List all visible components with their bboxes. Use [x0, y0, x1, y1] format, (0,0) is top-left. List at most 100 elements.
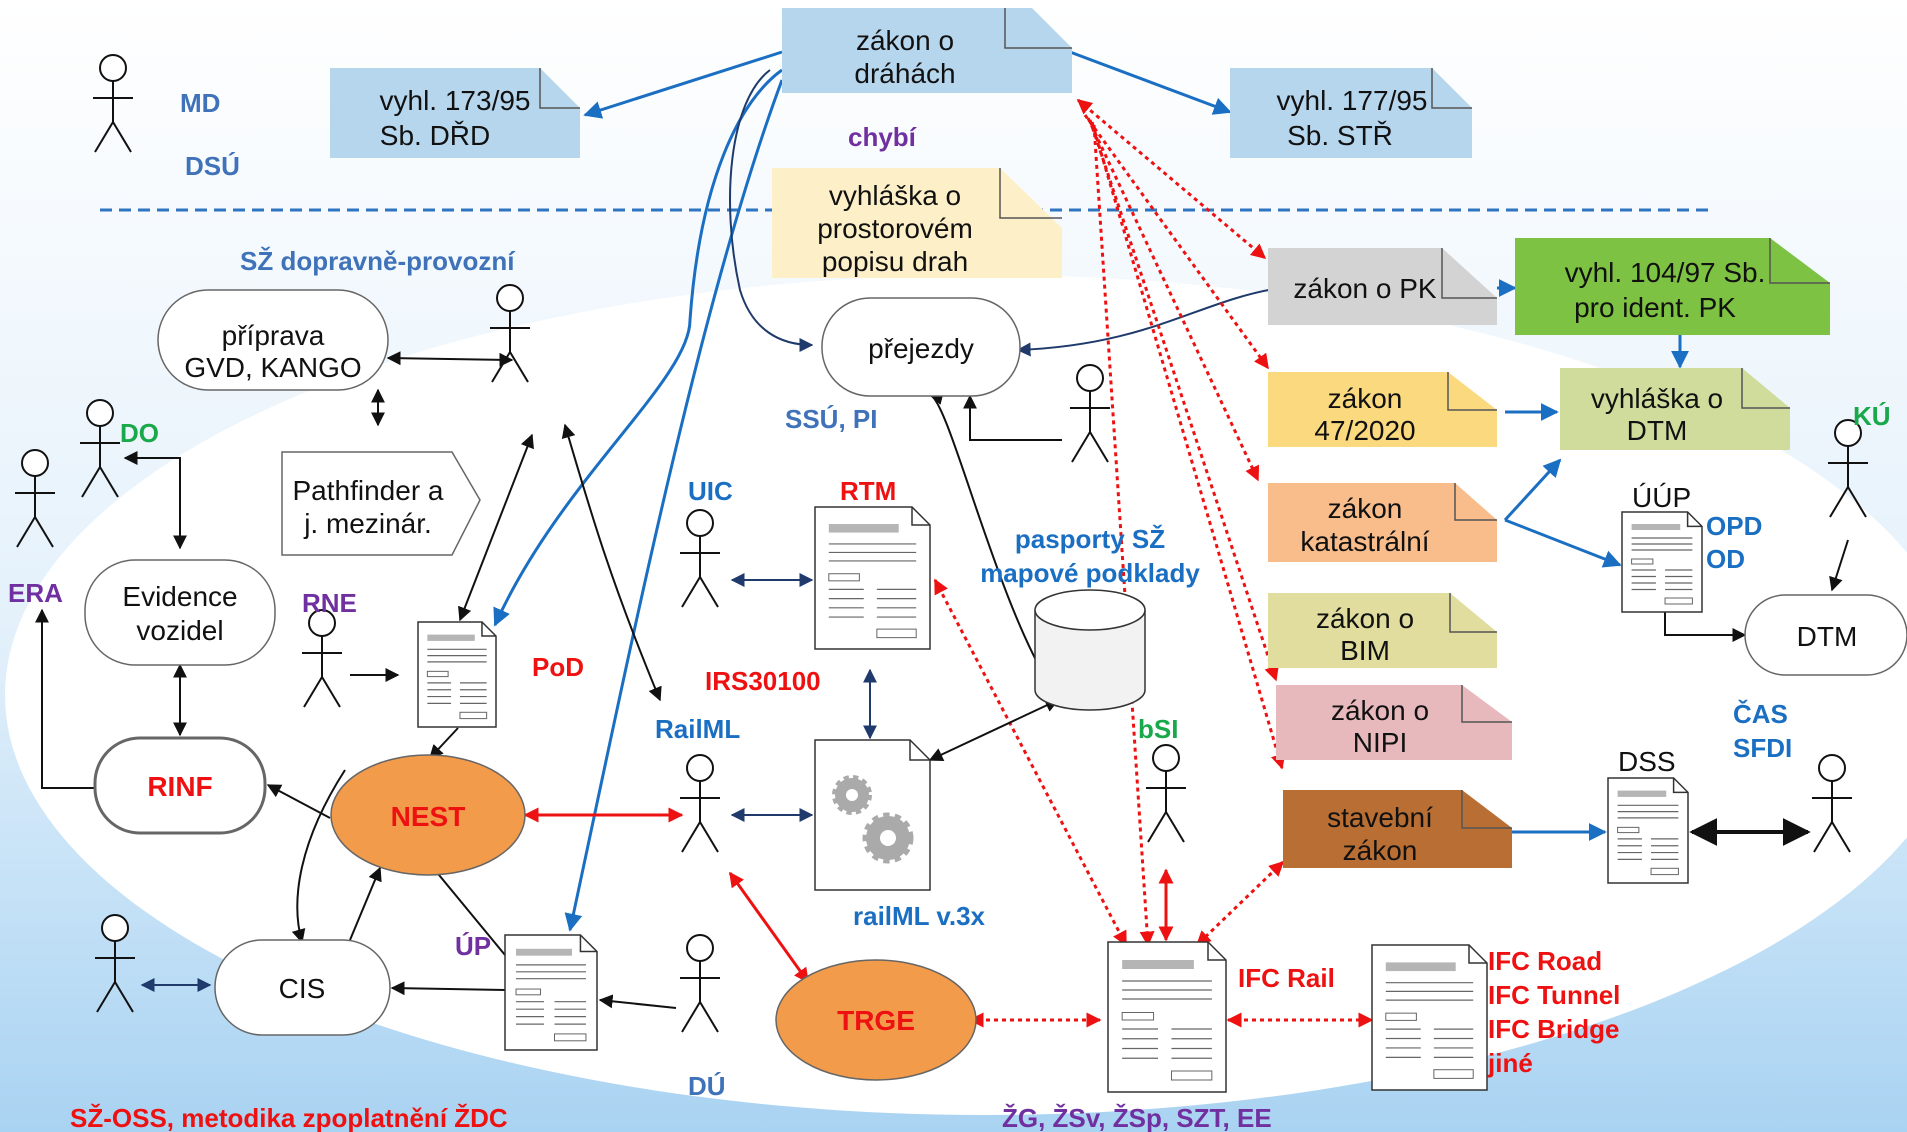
svg-text:Pathfinder a: Pathfinder a [293, 475, 444, 506]
note-zakon-bim: zákon o BIM [1268, 593, 1497, 668]
up-document [504, 934, 598, 1051]
nipi-line2: NIPI [1353, 727, 1407, 758]
node-cis: CIS [214, 939, 391, 1036]
note-zakon-nipi: zákon o NIPI [1276, 685, 1512, 760]
nipi-line1: zákon o [1331, 695, 1429, 726]
zakon-pk-label: zákon o PK [1293, 273, 1437, 304]
label-pasporty-1: pasporty SŽ [1015, 524, 1165, 554]
note-vyhl-104: vyhl. 104/97 Sb. pro ident. PK [1515, 238, 1830, 335]
labels: MD DSÚ chybí SŽ dopravně-provozní DO ERA… [8, 88, 1891, 1132]
label-dss: DSS [1618, 746, 1676, 777]
katastr-line2: katastrální [1300, 526, 1429, 557]
svg-text:j. mezinár.: j. mezinár. [303, 508, 432, 539]
actor-icon [1070, 364, 1110, 463]
label-od: OD [1706, 544, 1745, 574]
edge-katastr-uup [1504, 518, 1622, 568]
label-ifc-rail: IFC Rail [1238, 963, 1335, 993]
actors [15, 54, 1868, 1033]
edge-pod-nest [429, 727, 459, 760]
trge-label: TRGE [837, 1005, 915, 1036]
zakon47-line2: 47/2020 [1314, 415, 1415, 446]
pod-document [417, 621, 497, 728]
note-stavebni-zakon: stavební zákon [1283, 790, 1512, 868]
node-nest [330, 754, 526, 876]
svg-text:vozidel: vozidel [136, 615, 223, 646]
svg-text:přejezdy: přejezdy [868, 333, 974, 364]
label-era: ERA [8, 578, 63, 608]
ifc-rail-document [1107, 941, 1227, 1093]
prostorovy-line2: prostorovém [817, 213, 973, 244]
edge-era-rinf [35, 608, 95, 789]
label-bsi: bSI [1138, 714, 1178, 744]
actor-icon [1812, 754, 1852, 853]
zakon47-line1: zákon [1328, 383, 1403, 414]
label-railml-v3: railML v.3x [853, 901, 986, 931]
node-evidence: Evidence vozidel [84, 559, 276, 666]
prostorovy-line3: popisu drah [822, 246, 968, 277]
edge-drahach-pk [1076, 98, 1267, 260]
vyhl-dtm-line2: DTM [1627, 415, 1688, 446]
note-zakon-pk: zákon o PK [1268, 248, 1497, 325]
label-uic: UIC [688, 476, 733, 506]
actor-icon [93, 54, 133, 153]
actor-icon [1146, 744, 1186, 843]
svg-text:DTM: DTM [1797, 621, 1858, 652]
railml-gear-document [814, 739, 931, 891]
label-md: MD [180, 88, 220, 118]
actor-icon [490, 284, 530, 383]
actor-icon [680, 509, 720, 608]
label-pod: PoD [532, 652, 584, 682]
label-rne: RNE [302, 588, 357, 618]
edge-drahach-stavebni [1090, 121, 1286, 770]
edge-uup-dtm [1664, 610, 1747, 642]
label-ifc-road: IFC Road [1488, 946, 1602, 976]
note-zakon-47: zákon 47/2020 [1268, 372, 1497, 447]
vyhl173-line1: vyhl. 173/95 [380, 85, 531, 116]
edge-cis-nest [349, 866, 382, 941]
label-cas: ČAS [1733, 699, 1788, 729]
prostorovy-line1: vyhláška o [829, 180, 961, 211]
label-ssu-pi: SSÚ, PI [785, 404, 877, 434]
actor-icon [680, 754, 720, 853]
edge-railml-pasporty [928, 699, 1060, 761]
edge-ku-dtm [1829, 539, 1849, 592]
actor-icon [95, 914, 135, 1013]
actor-icon [80, 399, 120, 498]
bim-line1: zákon o [1316, 603, 1414, 634]
label-irs: IRS30100 [705, 666, 821, 696]
edge-prejezdy-actor [963, 394, 1062, 441]
actor-icon [15, 449, 55, 548]
node-dtm: DTM [1744, 594, 1907, 676]
edge-up-cis [390, 981, 506, 996]
zakon-drahach-line2: dráhách [854, 58, 955, 89]
svg-text:RINF: RINF [147, 771, 212, 802]
stavebni-line1: stavební [1327, 802, 1433, 833]
actor-icon [302, 609, 342, 708]
label-dsu: DSÚ [185, 151, 240, 181]
vyhl177-line1: vyhl. 177/95 [1277, 85, 1428, 116]
node-rinf: RINF [93, 736, 267, 835]
nest-label: NEST [391, 801, 466, 832]
label-ifc-bridge: IFC Bridge [1488, 1014, 1619, 1044]
edge-nest-cis [291, 769, 346, 944]
note-vyhl-173: vyhl. 173/95 Sb. DŘD [330, 68, 580, 158]
rtm-document [814, 506, 931, 650]
note-vyhl-177: vyhl. 177/95 Sb. STŘ [1230, 68, 1472, 158]
stavebni-line2: zákon [1343, 835, 1418, 866]
label-rtm: RTM [840, 476, 896, 506]
edge-drahach-up [564, 79, 784, 932]
svg-text:CIS: CIS [279, 973, 326, 1004]
edge-drahach-nipi [1088, 119, 1279, 682]
vyhl104-line2: pro ident. PK [1574, 292, 1736, 323]
svg-text:GVD, KANGO: GVD, KANGO [184, 352, 361, 383]
node-priprava: příprava GVD, KANGO [157, 289, 389, 391]
edge-nest-rinf [266, 784, 331, 819]
edge-pk-prejezdy [1016, 287, 1281, 357]
edge-du-up [598, 994, 677, 1009]
actor-icon [680, 934, 720, 1033]
edge-drahach-katastr [1086, 117, 1260, 482]
edge-drahach-prejezdy [729, 69, 814, 352]
bim-line2: BIM [1340, 635, 1390, 666]
edge-priprava-actor [386, 351, 514, 367]
actor-icon [1828, 419, 1868, 518]
